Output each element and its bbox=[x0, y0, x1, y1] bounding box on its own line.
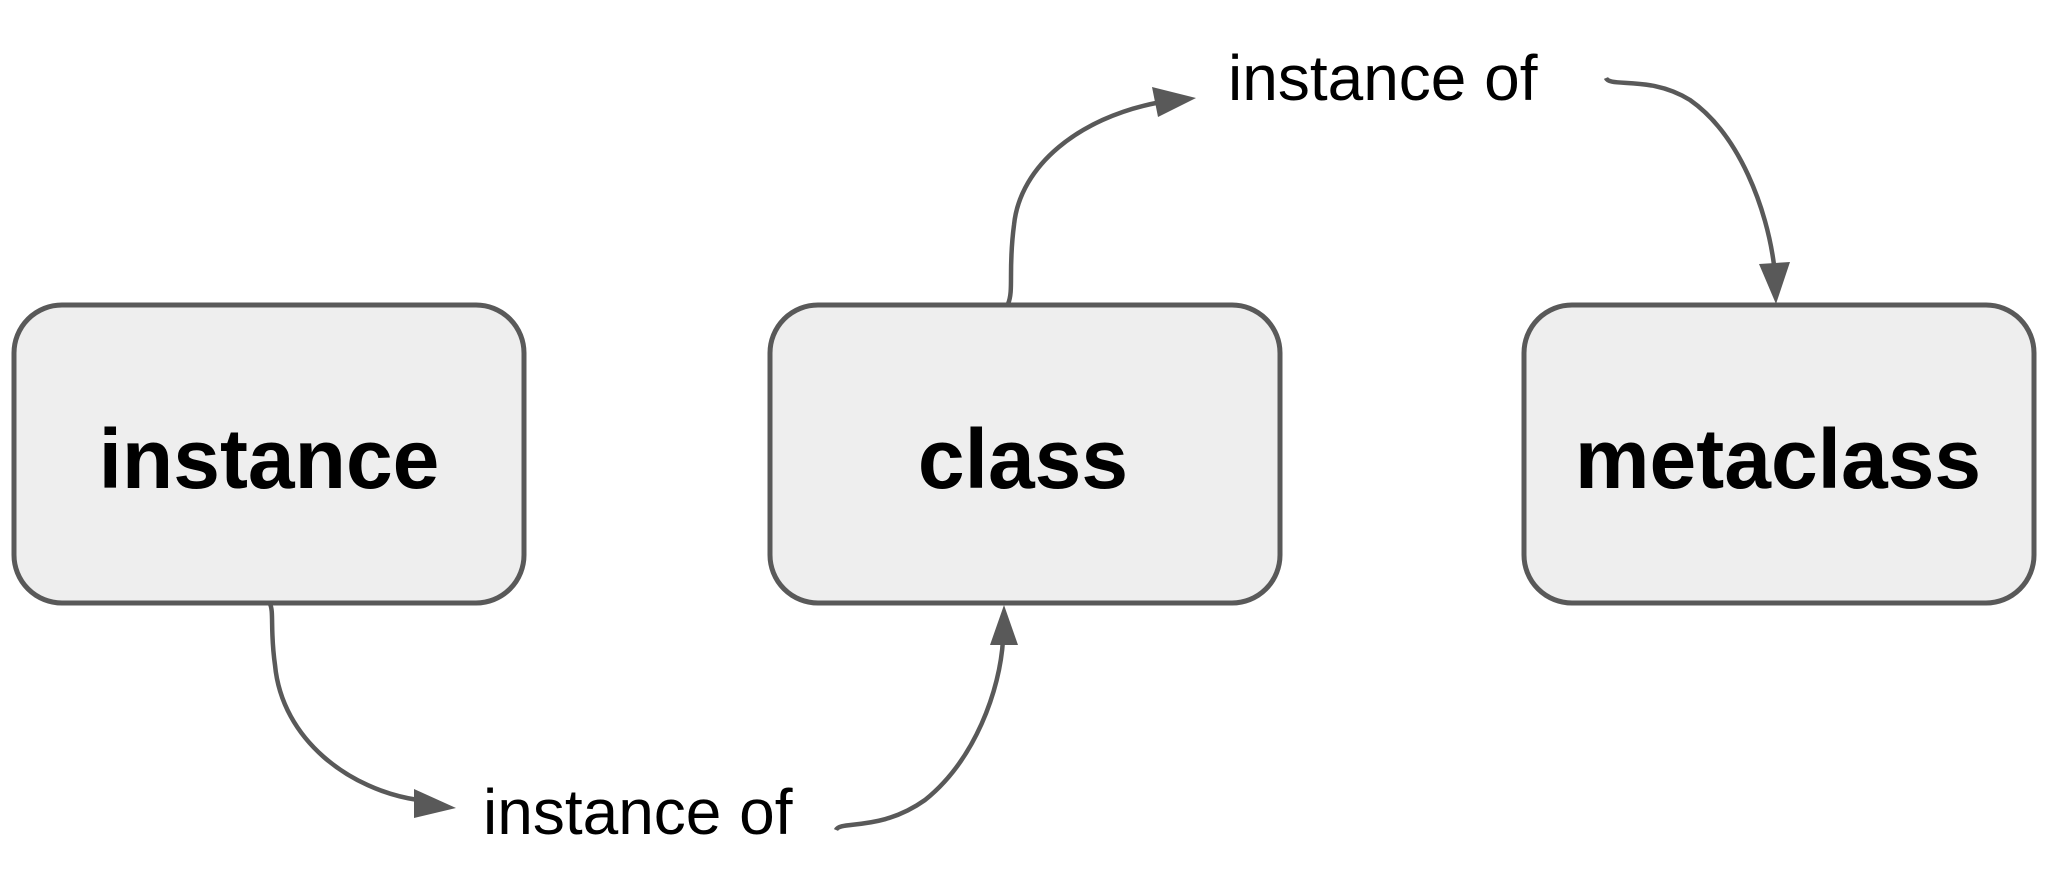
edge-instance-to-class: instance of bbox=[267, 602, 1018, 848]
node-metaclass: metaclass bbox=[1521, 302, 2037, 606]
edge-connector-label-to-class bbox=[833, 639, 1006, 832]
node-class: class bbox=[767, 302, 1283, 606]
edge-connector-class-to-label bbox=[1005, 100, 1157, 305]
edge-label-instance-of-1: instance of bbox=[483, 776, 793, 848]
arrowhead-to-label-1 bbox=[414, 789, 456, 818]
arrowhead-to-label-2 bbox=[1152, 87, 1196, 117]
node-label-instance: instance bbox=[99, 412, 440, 506]
edge-connector-label-to-metaclass bbox=[1603, 76, 1777, 266]
node-label-metaclass: metaclass bbox=[1575, 412, 1981, 506]
node-label-class: class bbox=[918, 412, 1128, 506]
arrowhead-to-metaclass bbox=[1759, 262, 1790, 304]
edge-connector-instance-to-label bbox=[267, 602, 419, 803]
edge-label-instance-of-2: instance of bbox=[1228, 42, 1538, 114]
arrowhead-to-class bbox=[990, 605, 1018, 645]
edge-class-to-metaclass: instance of bbox=[1005, 42, 1790, 305]
node-instance: instance bbox=[11, 302, 527, 606]
